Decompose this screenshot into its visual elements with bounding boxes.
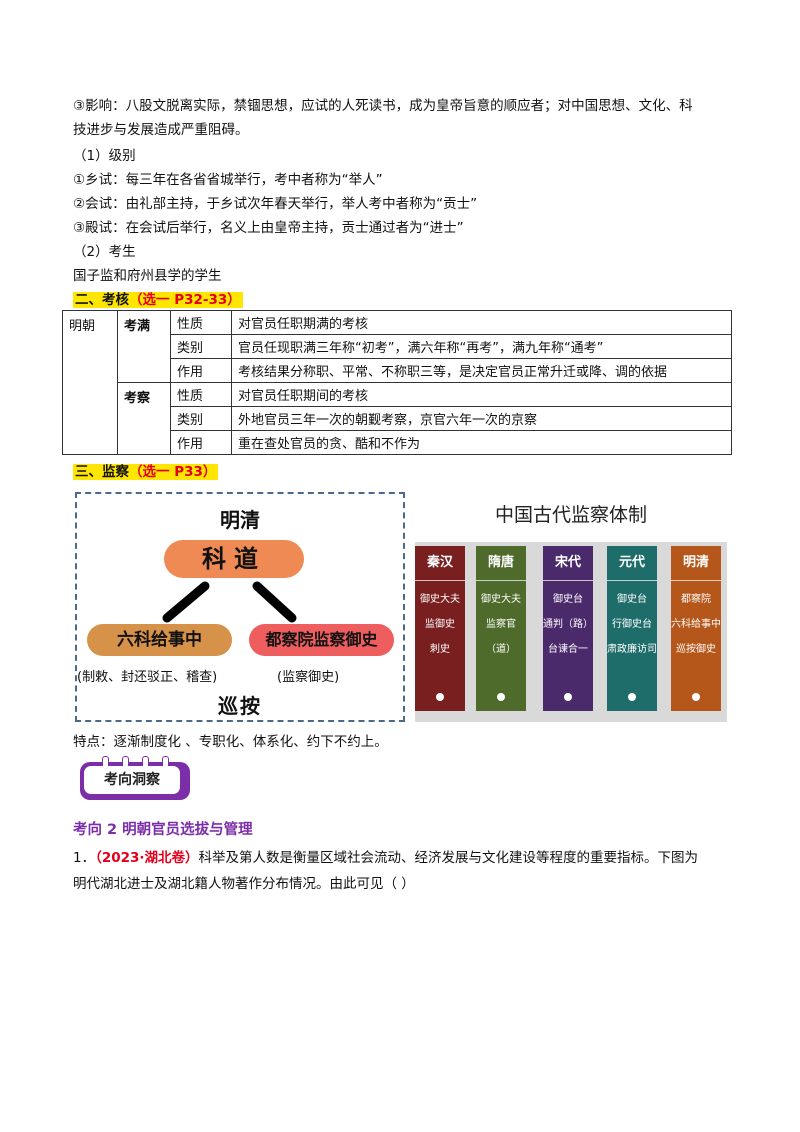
column-head: 秦汉 [415,546,465,581]
column-dot [497,693,505,701]
paragraph: 技进步与发展造成严重阻碍。 [73,122,249,138]
column-item: （道） [486,644,516,655]
duchayuan-sub: (监察御史) [277,670,340,685]
badge-label: 考向洞察 [84,766,180,794]
xunan-label: 巡按 [218,694,262,718]
key-cell: 作用 [170,430,232,455]
paragraph: （1）级别 [73,148,136,164]
kaoxiang-badge: 考向洞察 [80,756,190,800]
kaohe-table: 明朝 考满 性质 对官员任职期满的考核 类别 官员任现职满三年称“初考”，满六年… [62,310,732,455]
key-cell: 作用 [170,358,232,383]
paragraph: （2）考生 [73,244,136,260]
column-head: 元代 [607,546,657,581]
column-item: 御史大夫 [420,594,460,605]
column-item: 肃政廉访司 [607,644,657,655]
section-label: 二、考核 [75,292,129,308]
mingqing-diagram: 明清 科道 六科给事中 都察院监察御史 (制敕、封还驳正、稽查) (监察御史) … [75,492,405,722]
dynasty-column: 元代御史台行御史台肃政廉访司 [607,546,657,711]
column-item: 都察院 [681,594,711,605]
dynasty-column: 宋代御史台通判（路） 台谏合一 [543,546,593,711]
question-line: 明代湖北进士及湖北籍人物著作分布情况。由此可见（ ） [73,876,415,892]
question-line: 1．（2023·湖北卷）科举及第人数是衡量区域社会流动、经济发展与文化建设等程度… [73,847,698,869]
paragraph: ③殿试：在会试后举行，名义上由皇帝主持，贡士通过者为“进士” [73,220,464,236]
key-cell: 类别 [170,406,232,431]
group-cell: 考察 [117,382,171,455]
diagram-title: 明清 [220,508,260,532]
connector-lines [162,581,297,623]
duchayuan-pill: 都察院监察御史 [249,624,394,656]
column-dot [436,693,444,701]
column-head: 明清 [671,546,721,581]
dynasty-column: 隋唐御史大夫监察官 （道） [476,546,526,711]
key-cell: 性质 [170,310,232,335]
column-item: 通判（路） [543,619,593,630]
value-cell: 官员任现职满三年称“初考”，满六年称“再考”，满九年称“通考” [231,334,732,359]
key-cell: 类别 [170,334,232,359]
section-heading-kaohe: 二、考核（选一 P32-33） [73,290,243,310]
value-cell: 重在查处官员的贪、酷和不作为 [231,430,732,455]
column-item: 监察官 [486,619,516,630]
column-item: 巡按御史 [676,644,716,655]
column-item: 行御史台 [612,619,652,630]
question-text: 科举及第人数是衡量区域社会流动、经济发展与文化建设等程度的重要指标。下图为 [198,850,699,866]
section-heading-jiancha: 三、监察（选一 P33） [73,462,219,482]
column-item: 御史台 [617,594,647,605]
dynasty-column: 明清都察院六科给事中巡按御史 [671,546,721,711]
question-number: 1． [73,850,96,866]
column-item: 御史大夫 [481,594,521,605]
value-cell: 对官员任职期间的考核 [231,382,732,407]
kedao-pill: 科道 [164,540,304,578]
column-item: 六科给事中 [671,619,721,630]
dynasty-cell: 明朝 [62,310,118,455]
value-cell: 对官员任职期满的考核 [231,310,732,335]
feature-text: 特点：逐渐制度化 、专职化、体系化、约下不约上。 [73,734,388,750]
column-dot [564,693,572,701]
question-source: （2023·湖北卷） [95,850,199,866]
value-cell: 考核结果分称职、平常、不称职三等，是决定官员正常升迁或降、调的依据 [231,358,732,383]
diagram-title: 中国古代监察体制 [494,504,647,526]
column-item: 监御史 [425,619,455,630]
column-item: 刺史 [430,644,450,655]
paragraph: ②会试：由礼部主持，于乡试次年春天举行，举人考中者称为“贡士” [73,196,478,212]
kaoxiang-heading: 考向 2 明朝官员选拔与管理 [73,822,253,838]
column-item: 御史台 [553,594,583,605]
paragraph: 国子监和府州县学的学生 [73,268,222,284]
value-cell: 外地官员三年一次的朝觐考察，京官六年一次的京察 [231,406,732,431]
paragraph: ①乡试：每三年在各省省城举行，考中者称为“举人” [73,172,383,188]
section-label: 三、监察 [75,464,129,480]
section-ref: （选一 P32-33） [129,292,241,308]
section-ref: （选一 P33） [129,464,217,480]
liuke-sub: (制敕、封还驳正、稽查) [77,670,218,685]
column-item: 台谏合一 [548,644,588,655]
supervision-system-diagram: 中国古代监察体制 秦汉御史大夫监御史刺史隋唐御史大夫监察官（道）宋代御史台通判（… [415,492,727,722]
column-dot [628,693,636,701]
liuke-pill: 六科给事中 [87,624,232,656]
column-head: 隋唐 [476,546,526,581]
column-dot [692,693,700,701]
column-head: 宋代 [543,546,593,581]
paragraph: ③影响：八股文脱离实际，禁锢思想，应试的人死读书，成为皇帝旨意的顺应者；对中国思… [73,98,693,114]
dynasty-column: 秦汉御史大夫监御史刺史 [415,546,465,711]
group-cell: 考满 [117,310,171,383]
key-cell: 性质 [170,382,232,407]
